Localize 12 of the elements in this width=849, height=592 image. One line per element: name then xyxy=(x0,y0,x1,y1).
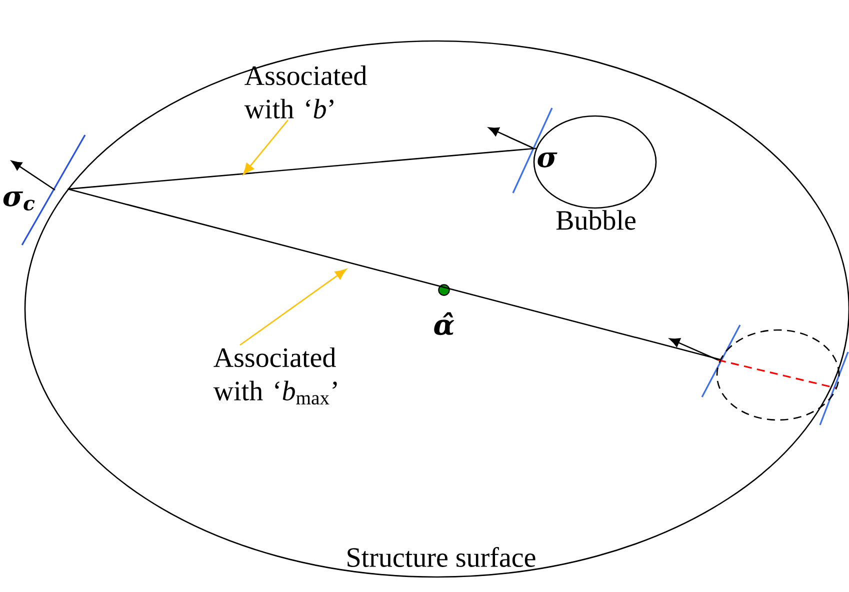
point-label: α̂ xyxy=(434,312,454,336)
connecting-line xyxy=(68,188,720,360)
symbol-label: σ xyxy=(538,152,558,168)
leader-line xyxy=(240,268,347,346)
connecting-line xyxy=(68,148,536,190)
surface-label: Structure surface xyxy=(348,547,536,567)
symbol-label: σ$_{c}$ xyxy=(3,192,35,210)
bubble-label: Bubble xyxy=(556,210,636,230)
annotation-text: Associated with ‘b$_{max}$’ xyxy=(213,347,337,405)
annotation-text: Associated with ‘b’ xyxy=(244,65,367,119)
dashed-bubble-outline xyxy=(716,329,840,421)
leader-line xyxy=(242,120,288,175)
